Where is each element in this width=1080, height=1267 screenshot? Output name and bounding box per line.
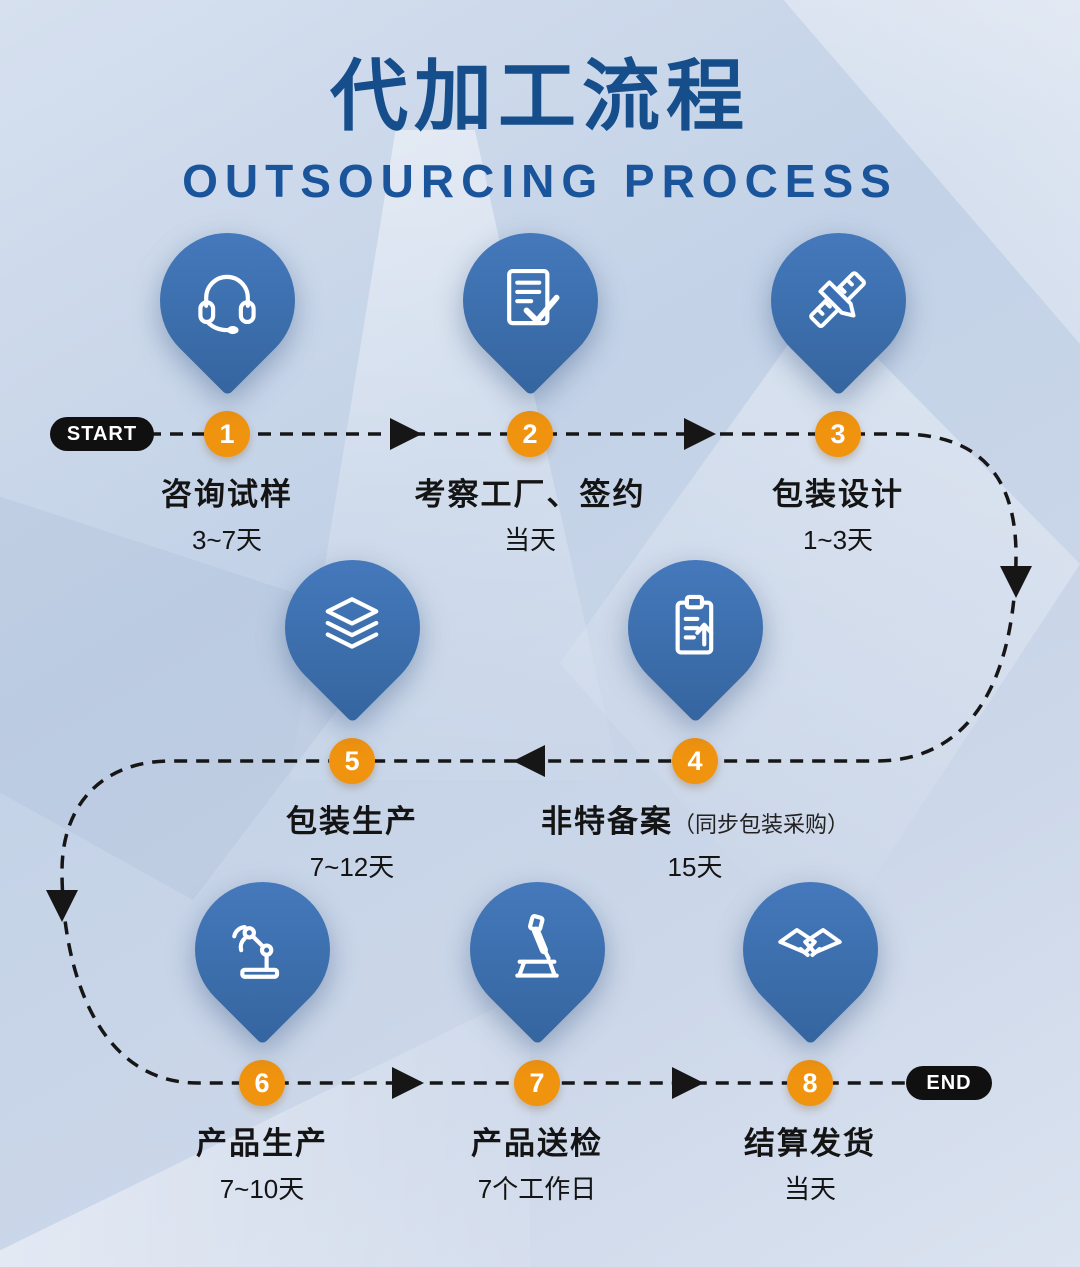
dashed-route (60, 432, 1018, 1085)
step-number: 7 (514, 1060, 560, 1106)
microscope-icon (515, 914, 559, 978)
step-label: 包装生产 (286, 804, 418, 839)
arrowhead (390, 418, 422, 450)
step-number: 4 (672, 738, 718, 784)
step-note: （同步包装采购） (672, 812, 849, 837)
arrowhead (672, 1067, 704, 1099)
robot-arm-icon (232, 924, 280, 979)
step-label: 非特备案 (540, 804, 673, 839)
step-number: 3 (815, 411, 861, 457)
step-4: 4 非特备案 （同步包装采购） 15天 (465, 532, 925, 884)
end-badge: END (906, 1066, 992, 1100)
step-2-pin (434, 205, 626, 396)
step-duration: 3~7天 (191, 525, 263, 555)
step-duration: 7~10天 (219, 1174, 305, 1204)
handshake-icon (778, 927, 842, 957)
arrowhead (46, 890, 78, 922)
step-3-pin (742, 205, 934, 396)
step-6-pin (166, 854, 358, 1045)
step-7: 7 产品送检 7个工作日 (387, 854, 687, 1206)
step-2: 2 考察工厂、签约 当天 (380, 205, 680, 557)
step-8-pin (714, 854, 906, 1045)
step-label: 结算发货 (744, 1126, 876, 1161)
step-duration: 当天 (783, 1174, 836, 1204)
step-label: 产品送检 (471, 1126, 603, 1161)
page-title: 代加工流程 (329, 52, 750, 140)
step-number: 1 (204, 411, 250, 457)
step-duration: 当天 (503, 525, 556, 555)
step-number: 6 (239, 1060, 285, 1106)
step-label-row: 非特备案 （同步包装采购） (541, 796, 849, 841)
page-subtitle: OUTSOURCING PROCESS (182, 155, 898, 207)
step-duration: 15天 (667, 852, 723, 882)
step-duration: 7个工作日 (477, 1174, 597, 1204)
layers-icon (325, 597, 379, 649)
start-badge: START (50, 417, 154, 451)
step-3: 3 包装设计 1~3天 (688, 205, 988, 557)
step-label: 产品生产 (196, 1126, 328, 1161)
step-duration: 1~3天 (802, 525, 874, 555)
step-label: 包装设计 (772, 477, 904, 512)
step-number: 2 (507, 411, 553, 457)
header: 代加工流程 OUTSOURCING PROCESS (0, 34, 1080, 208)
step-label: 考察工厂、签约 (414, 477, 646, 512)
arrowhead (1000, 566, 1032, 598)
ruler-pencil-icon (809, 271, 866, 328)
step-6: 6 产品生产 7~10天 (112, 854, 412, 1206)
document-check-icon (507, 269, 560, 326)
step-4-pin (599, 532, 791, 723)
step-8: 8 结算发货 当天 (660, 854, 960, 1206)
step-number: 5 (329, 738, 375, 784)
step-5-pin (256, 532, 448, 723)
step-5: 5 包装生产 7~12天 (202, 532, 502, 884)
headset-icon (198, 274, 256, 335)
arrowhead (684, 418, 716, 450)
step-7-pin (441, 854, 633, 1045)
step-1-pin (131, 205, 323, 396)
step-label: 咨询试样 (161, 477, 293, 512)
step-duration: 7~12天 (309, 852, 395, 882)
arrowhead (513, 745, 545, 777)
step-1: 1 咨询试样 3~7天 (77, 205, 377, 557)
step-number: 8 (787, 1060, 833, 1106)
clipboard-upload-icon (675, 594, 714, 655)
